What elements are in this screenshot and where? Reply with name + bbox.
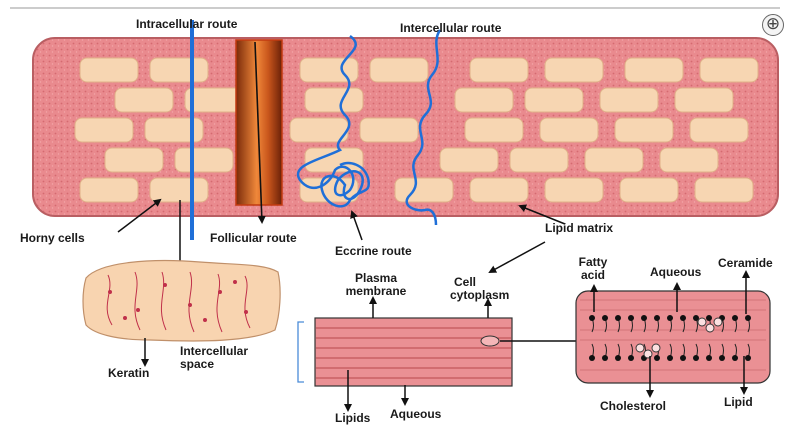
horny-cell	[115, 88, 173, 112]
horny-cell	[105, 148, 163, 172]
label-horny-cells: Horny cells	[20, 232, 85, 245]
label-intercellular-route: Intercellular route	[400, 22, 501, 35]
lipid-head	[615, 355, 621, 361]
horny-cell	[675, 88, 733, 112]
label-cell-cytoplasm: Cell cytoplasm	[450, 276, 509, 302]
horny-cell	[690, 118, 748, 142]
label-ceramide: Ceramide	[718, 257, 773, 270]
horny-cell	[360, 118, 418, 142]
horny-cell	[470, 58, 528, 82]
lipid-head	[628, 355, 634, 361]
label-aqueous-bottom: Aqueous	[390, 408, 441, 421]
horny-cell	[540, 118, 598, 142]
horny-cell	[150, 58, 208, 82]
horny-cell	[545, 178, 603, 202]
horny-cell	[615, 118, 673, 142]
lipid-head	[706, 355, 712, 361]
lipid-head	[732, 315, 738, 321]
horny-cell	[150, 178, 208, 202]
lipid-detail-block	[576, 291, 770, 383]
horny-cell	[625, 58, 683, 82]
label-follicular-route: Follicular route	[210, 232, 297, 245]
horny-cell	[80, 58, 138, 82]
lipid-head	[628, 315, 634, 321]
horny-cell	[145, 118, 203, 142]
horny-cell	[305, 88, 363, 112]
label-intracellular-route: Intracellular route	[136, 18, 237, 31]
horny-cell	[525, 88, 583, 112]
label-aqueous-top: Aqueous	[650, 266, 701, 279]
label-plasma-membrane-line2: membrane	[338, 285, 414, 298]
label-lipid-matrix: Lipid matrix	[545, 222, 613, 235]
lipid-head	[589, 355, 595, 361]
horny-cell	[370, 58, 428, 82]
lipid-head	[654, 355, 660, 361]
horny-cell	[510, 148, 568, 172]
horny-cell	[470, 178, 528, 202]
horny-cell	[395, 178, 453, 202]
label-intercellular-space: Intercellular space	[180, 345, 248, 371]
lipid-head	[589, 315, 595, 321]
zoom-in-icon[interactable]: ⊕	[762, 14, 784, 36]
lipid-head	[641, 315, 647, 321]
hair-follicle	[236, 40, 282, 205]
label-plasma-membrane: Plasma membrane	[338, 272, 414, 298]
lipid-head	[602, 315, 608, 321]
label-fatty-acid-line2: acid	[568, 269, 618, 282]
horny-cell	[700, 58, 758, 82]
lipid-head	[719, 355, 725, 361]
cytoplasm-vesicle	[481, 336, 499, 346]
lipid-head	[667, 355, 673, 361]
label-cell-cytoplasm-line2: cytoplasm	[450, 289, 509, 302]
lipid-head	[615, 315, 621, 321]
label-eccrine-route: Eccrine route	[335, 245, 412, 258]
lipid-head	[667, 315, 673, 321]
lipid-matrix-to-detail-arrow	[490, 242, 545, 272]
horny-cell	[465, 118, 523, 142]
lipid-head	[745, 315, 751, 321]
horny-cell	[300, 58, 358, 82]
horny-cell	[80, 178, 138, 202]
lipid-head	[706, 315, 712, 321]
label-cholesterol: Cholesterol	[600, 400, 666, 413]
lipid-head	[654, 315, 660, 321]
lipid-head	[602, 355, 608, 361]
horny-cell	[455, 88, 513, 112]
lipid-head	[732, 355, 738, 361]
horny-cell	[600, 88, 658, 112]
label-fatty-acid: Fatty acid	[568, 256, 618, 282]
horny-cell	[585, 148, 643, 172]
horny-cell	[545, 58, 603, 82]
label-lipids: Lipids	[335, 412, 370, 425]
label-intercellular-space-line2: space	[180, 358, 248, 371]
horny-cell	[695, 178, 753, 202]
intercellular-space-bracket	[298, 322, 304, 382]
horny-cell	[175, 148, 233, 172]
keratin-cell	[83, 261, 280, 341]
horny-cell	[75, 118, 133, 142]
label-keratin: Keratin	[108, 367, 149, 380]
horny-cell	[660, 148, 718, 172]
lipid-head	[745, 355, 751, 361]
lipid-head	[680, 315, 686, 321]
horny-cell	[440, 148, 498, 172]
horny-cell	[620, 178, 678, 202]
horny-cell	[290, 118, 348, 142]
label-lipid: Lipid	[724, 396, 753, 409]
lipid-head	[680, 355, 686, 361]
lipid-head	[693, 355, 699, 361]
